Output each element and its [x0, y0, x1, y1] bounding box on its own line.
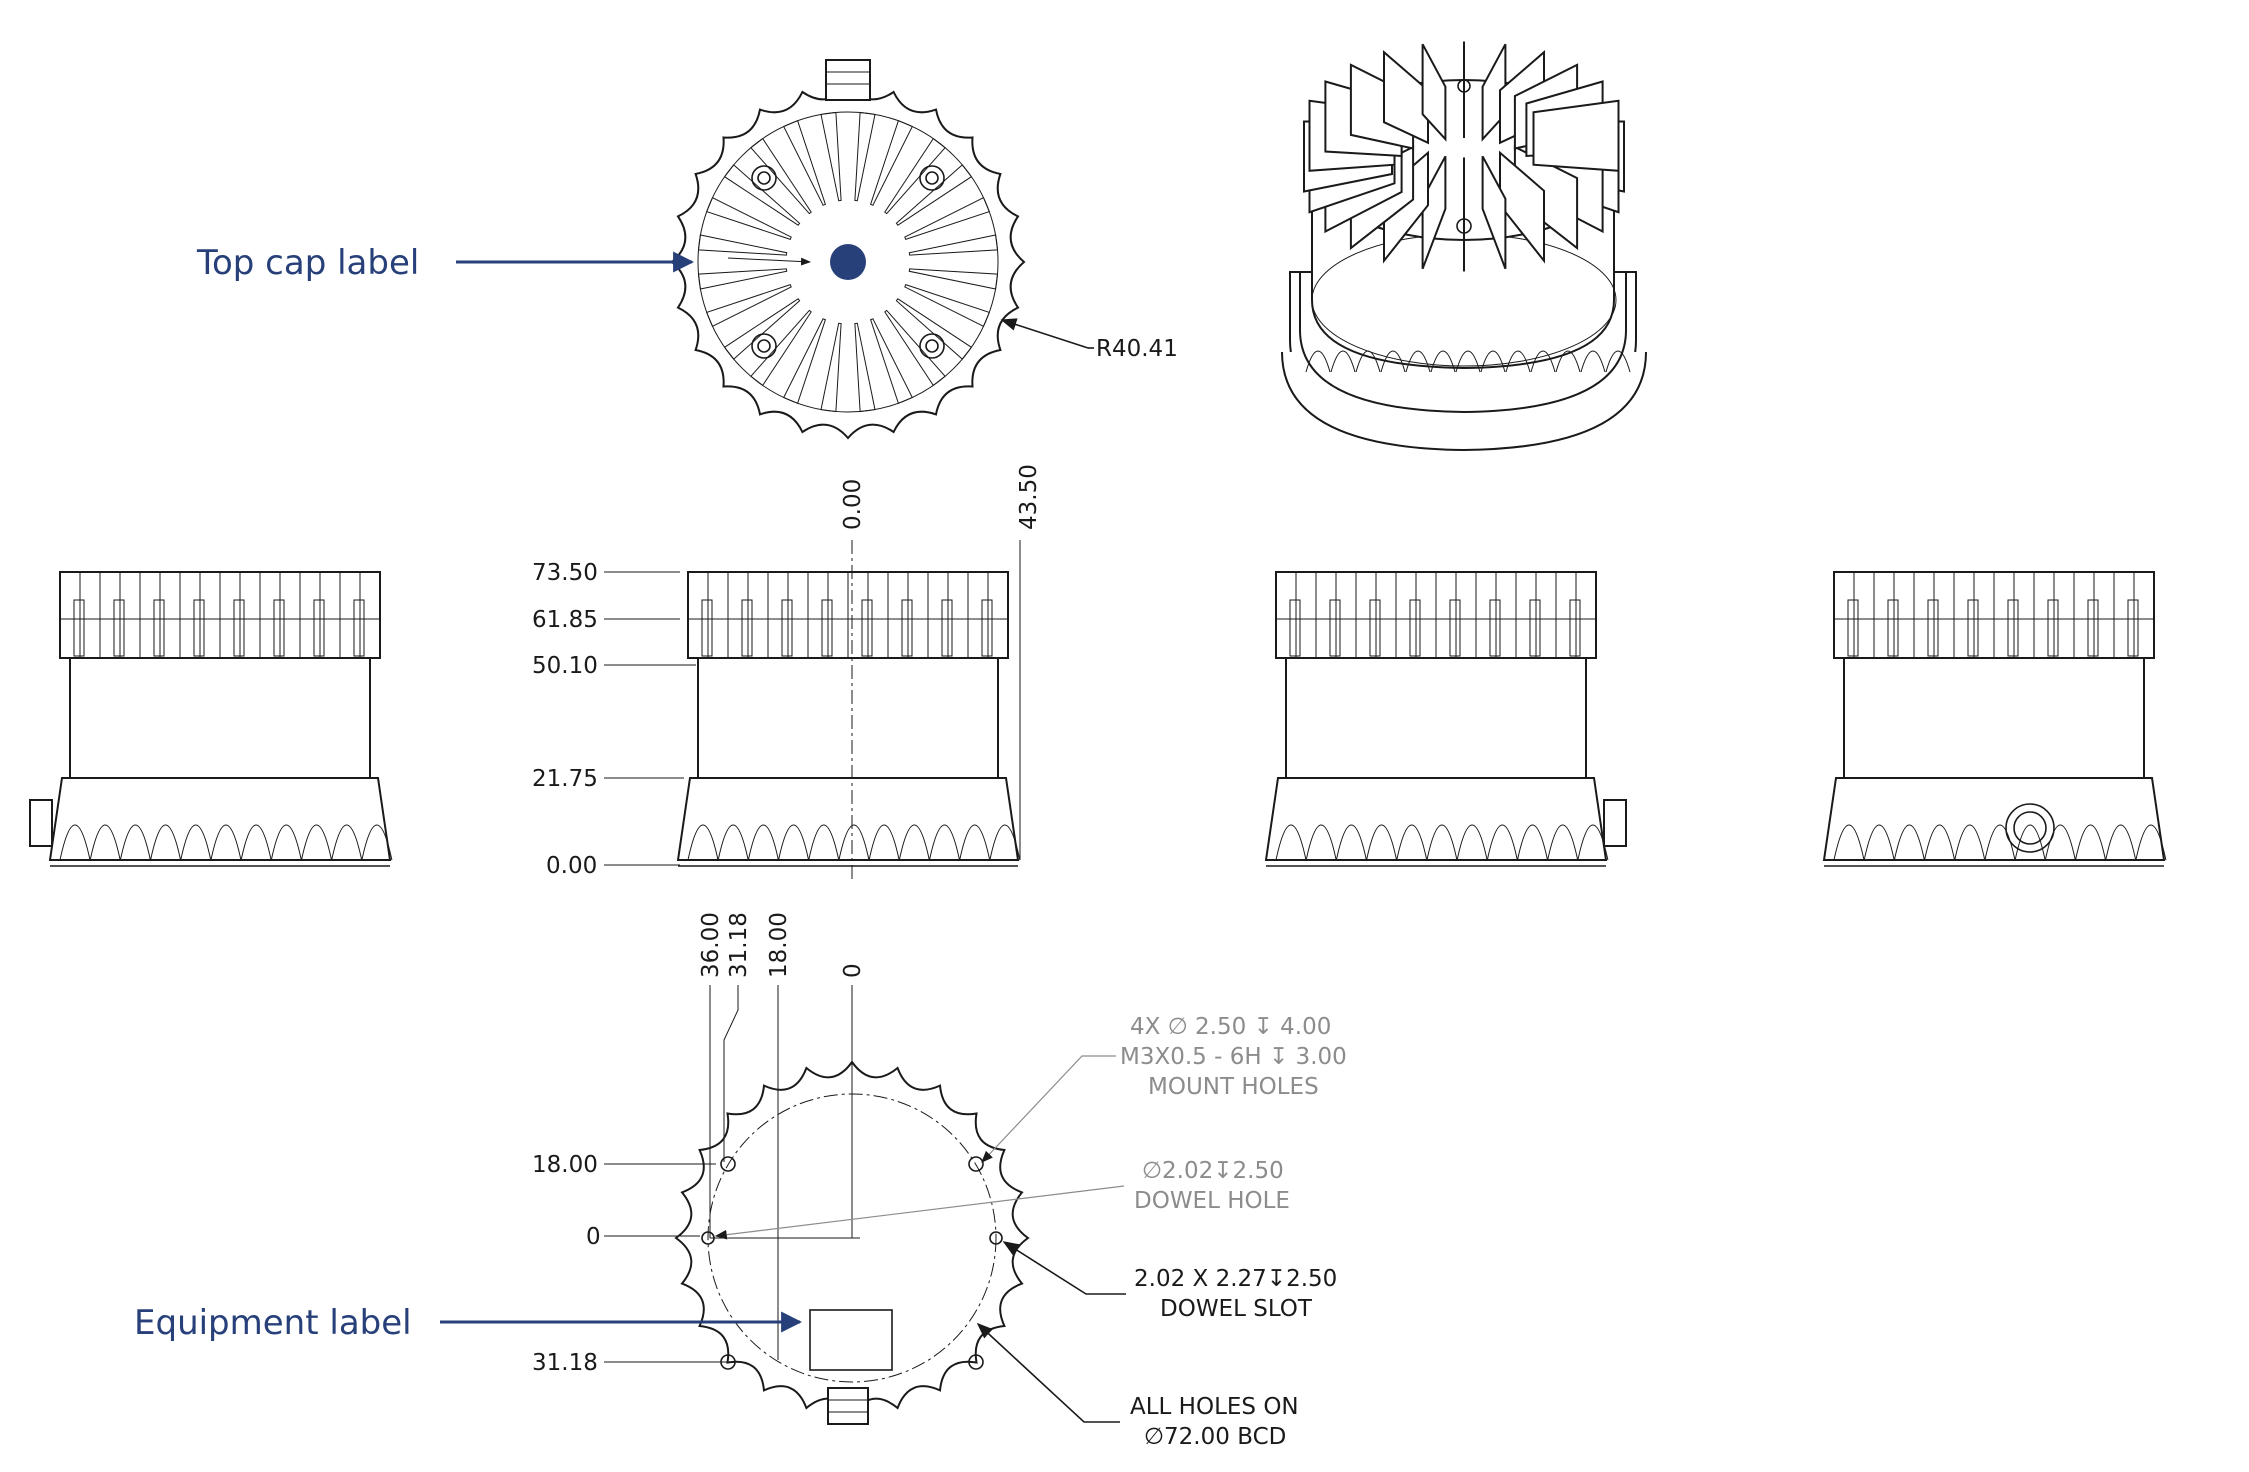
equipment-label-rect — [809, 1309, 893, 1371]
side-view-2 — [676, 571, 1021, 867]
mount-holes-line3: MOUNT HOLES — [1148, 1074, 1319, 1100]
x-dim-18-00: 18.00 — [766, 912, 792, 978]
dowel-slot-line1: 2.02 X 2.27↧2.50 — [1134, 1266, 1337, 1292]
side-view-1 — [29, 571, 393, 867]
top-cap-label-dot — [830, 244, 866, 280]
dowel-hole-line1: ∅2.02↧2.50 — [1142, 1158, 1284, 1184]
y-dim-18-00: 18.00 — [532, 1152, 598, 1178]
height-73-50: 73.50 — [532, 560, 598, 586]
center-zero-dim: 0.00 — [840, 479, 866, 530]
x-dim-36-00: 36.00 — [698, 912, 724, 978]
bottom-view: 36.00 31.18 18.00 0 18.00 0 31.18 4X ∅ 2… — [532, 912, 1347, 1450]
y-dim-0: 0 — [586, 1224, 601, 1250]
equipment-label-text: Equipment label — [134, 1303, 412, 1343]
height-50-10: 50.10 — [532, 653, 598, 679]
mount-holes-line1: 4X ∅ 2.50 ↧ 4.00 — [1130, 1014, 1331, 1040]
top-cap-label-text: Top cap label — [196, 243, 419, 283]
x-dim-0: 0 — [840, 963, 866, 978]
side-view-4 — [1822, 571, 2167, 867]
height-21-75: 21.75 — [532, 766, 598, 792]
side-view-dimensions: 73.50 61.85 50.10 21.75 0.00 0.00 43.50 — [532, 464, 1042, 880]
equipment-callout: Equipment label — [134, 1303, 803, 1343]
bcd-line2: ∅72.00 BCD — [1144, 1424, 1286, 1450]
bcd-line1: ALL HOLES ON — [1130, 1394, 1299, 1420]
y-dim-31-18: 31.18 — [532, 1350, 598, 1376]
height-0-00: 0.00 — [546, 853, 597, 879]
height-61-85: 61.85 — [532, 607, 598, 633]
bottom-connector — [827, 1387, 869, 1425]
dowel-slot-line2: DOWEL SLOT — [1160, 1296, 1313, 1322]
top-cap-callout: Top cap label — [196, 243, 811, 283]
x-dim-31-18: 31.18 — [726, 912, 752, 978]
isometric-view — [1281, 41, 1647, 452]
mount-holes-line2: M3X0.5 - 6H ↧ 3.00 — [1120, 1044, 1347, 1070]
side-views — [29, 571, 2167, 867]
top-connector — [825, 59, 871, 101]
top-view: R40.41 — [670, 59, 1178, 440]
radius-leader — [1000, 318, 1089, 349]
side-view-3 — [1264, 571, 1627, 867]
radius-dim: R40.41 — [1096, 336, 1178, 362]
dowel-hole-line2: DOWEL HOLE — [1134, 1188, 1290, 1214]
right-extent-dim: 43.50 — [1016, 464, 1042, 530]
